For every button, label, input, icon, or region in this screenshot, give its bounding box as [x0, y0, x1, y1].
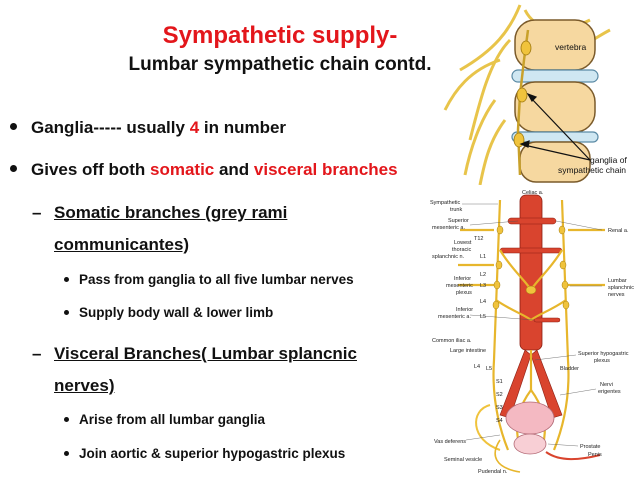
label-common-iliac: Common iliac a. [432, 338, 472, 344]
label-sympathetic-trunk: Sympathetic [430, 200, 461, 206]
dash-mark: – [32, 344, 42, 363]
label-large-intestine: Large intestine [450, 348, 486, 354]
somatic-item: Pass from ganglia to all five lumbar ner… [64, 272, 354, 287]
label-lumbar-splanchnic-2: splanchnic [608, 285, 634, 291]
slide-subtitle: Lumbar sympathetic chain contd. [128, 54, 432, 75]
label-s2: S2 [496, 392, 503, 398]
label-lowest-2: thoracic [452, 247, 472, 253]
label-inf-mes-plexus-2: mesenteric [446, 283, 473, 289]
label-s4: S4 [496, 418, 503, 424]
dash-mark: – [32, 203, 42, 222]
somatic-heading-cont: communicantes) [54, 235, 189, 255]
ganglia-label-line1: ganglia of [590, 155, 628, 165]
label-l2: L2 [480, 272, 486, 278]
nerve-fibers [443, 4, 611, 185]
bullet-dot [64, 276, 69, 282]
visceral-item: Arise from all lumbar ganglia [64, 412, 265, 427]
label-celiac: Celiac a. [522, 190, 544, 196]
label-l3: L3 [480, 283, 486, 289]
label-l4b: L4 [474, 364, 480, 370]
label-bladder: Bladder [560, 366, 579, 372]
bullet-text: Gives off both [31, 160, 150, 179]
visceral-heading-line1: Visceral Branches( Lumbar splancnic [54, 344, 357, 363]
bullet-dot [64, 450, 69, 456]
label-s1: S1 [496, 379, 503, 385]
somatic-heading: –Somatic branches (grey rami [32, 203, 287, 223]
bullet-text-tail: in number [199, 118, 287, 137]
visceral-heading-cont: nerves) [54, 376, 114, 396]
label-inf-mes-plexus-3: plexus [456, 290, 472, 296]
label-t12: T12 [474, 236, 483, 242]
vertebra-body [511, 19, 599, 183]
visceral-item-text: Join aortic & superior hypogastric plexu… [79, 446, 346, 461]
label-prostate: Prostate [580, 444, 600, 450]
somatic-word: somatic [150, 160, 215, 179]
label-seminal: Seminal vesicle [444, 457, 482, 463]
label-sup-hypogastric-2: plexus [594, 358, 610, 364]
label-lowest: Lowest [454, 240, 472, 246]
bullet-dot [10, 165, 17, 173]
label-nervi-2: erigentes [598, 389, 621, 395]
abdominal-anatomy-figure: Sympathetic trunk Celiac a. Superior mes… [430, 190, 638, 478]
label-s3: S3 [496, 405, 503, 411]
somatic-item: Supply body wall & lower limb [64, 305, 273, 320]
somatic-heading-line2: communicantes) [54, 235, 190, 254]
bullet-dot [10, 123, 17, 131]
bullet-ganglia: Ganglia----- usually 4 in number [10, 118, 286, 138]
label-renal: Renal a. [608, 228, 629, 234]
visceral-heading: –Visceral Branches( Lumbar splancnic [32, 344, 357, 364]
bullet-dot [64, 416, 69, 422]
sympathetic-chain [513, 29, 532, 176]
somatic-item-text: Pass from ganglia to all five lumbar ner… [79, 272, 354, 287]
label-sup-mes: Superior [448, 218, 469, 224]
label-l5: L5 [480, 314, 486, 320]
label-pudendal: Pudendal n. [478, 469, 508, 475]
label-inf-mes-a: Inferior [456, 307, 473, 313]
label-nervi: Nervi [600, 382, 613, 388]
label-inf-mes-plexus: Inferior [454, 276, 471, 282]
vertebra-label: vertebra [555, 42, 586, 52]
somatic-heading-line1: Somatic branches (grey rami [54, 203, 288, 222]
slide-title: Sympathetic supply- [162, 22, 398, 49]
visceral-word: visceral branches [253, 160, 398, 179]
visceral-heading-line2: nerves) [54, 376, 115, 395]
ganglia-label-line2: sympathetic chain [558, 165, 626, 175]
visceral-item-text: Arise from all lumbar ganglia [79, 412, 266, 427]
trunk-ganglia [492, 225, 570, 310]
somatic-item-text: Supply body wall & lower limb [79, 305, 274, 320]
vertebra-figure: vertebra ganglia of sympathetic chain [440, 0, 638, 185]
label-sup-hypogastric: Superior hypogastric [578, 351, 629, 357]
label-l1: L1 [480, 254, 486, 260]
bullet-dot [64, 309, 69, 315]
label-l5b: L5 [486, 366, 492, 372]
visceral-item: Join aortic & superior hypogastric plexu… [64, 446, 345, 461]
label-lowest-3: splanchnic n. [432, 254, 465, 260]
label-leader-lines [462, 203, 603, 447]
pelvic-organs [475, 401, 601, 473]
bullet-text-and: and [214, 160, 254, 179]
label-sup-mes-2: mesenteric a. [432, 225, 465, 231]
bullet-branches: Gives off both somatic and visceral bran… [10, 160, 398, 180]
pointer-arrows [519, 92, 591, 161]
label-vas: Vas deferens [434, 439, 466, 445]
label-inf-mes-a-2: mesenteric a. [438, 314, 471, 320]
ganglia-count: 4 [189, 118, 200, 137]
label-sympathetic-trunk-2: trunk [450, 207, 462, 213]
label-lumbar-splanchnic: Lumbar [608, 278, 627, 284]
bullet-text: Ganglia----- usually [31, 118, 190, 137]
label-lumbar-splanchnic-3: nerves [608, 292, 625, 298]
label-penis: Penis [588, 452, 602, 458]
label-l4: L4 [480, 299, 486, 305]
